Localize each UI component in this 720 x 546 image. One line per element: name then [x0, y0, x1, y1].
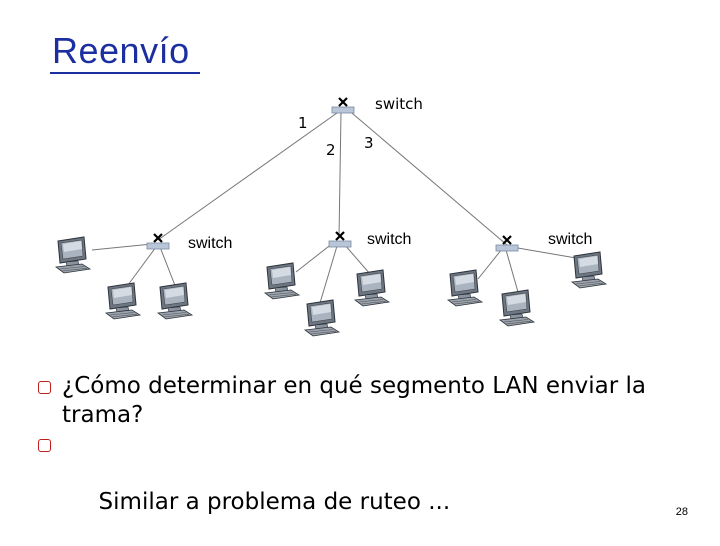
port-2-label: 2 [326, 141, 336, 159]
bullet-text: Similar a problema de ruteo ... [91, 489, 450, 515]
host-right-1-icon [448, 270, 482, 306]
link-left-host-3 [160, 247, 176, 288]
port-1-label: 1 [298, 114, 308, 132]
right-switch-label: switch [548, 231, 592, 248]
port-3-label: 3 [364, 134, 374, 152]
host-left-3-icon [158, 283, 192, 319]
bullet-box-icon [38, 439, 51, 452]
bullet-item: ¿Cómo determinar en qué segmento LAN env… [38, 372, 658, 430]
middle-switch-label: switch [367, 231, 411, 248]
left-switch-icon [147, 234, 169, 249]
link-left-host-1 [92, 244, 152, 250]
bullet-box-icon [38, 381, 51, 394]
link-mid-host-2 [320, 246, 337, 303]
host-mid-1-icon [265, 263, 299, 299]
link-mid-host-1 [296, 243, 333, 272]
link-right-host-1 [478, 249, 502, 279]
link-right-host-3 [512, 247, 576, 258]
page-number: 28 [676, 506, 688, 518]
link-port1 [158, 108, 344, 240]
host-left-1-icon [56, 237, 90, 273]
network-diagram: switch 1 2 3 switch switch switch [0, 0, 720, 360]
host-mid-2-icon [305, 300, 339, 336]
host-left-2-icon [106, 283, 140, 319]
link-left-host-2 [128, 247, 156, 285]
host-right-2-icon [500, 290, 534, 326]
bullet-text: ¿Cómo determinar en qué segmento LAN env… [62, 373, 646, 428]
host-mid-3-icon [355, 270, 389, 306]
bullet-item: Similar a problema de ruteo ... [38, 430, 658, 546]
top-switch-icon [332, 98, 354, 113]
host-right-3-icon [572, 252, 606, 288]
bullet-list: ¿Cómo determinar en qué segmento LAN env… [38, 372, 658, 546]
middle-switch-icon [329, 232, 351, 247]
left-switch-label: switch [188, 235, 232, 252]
link-port2 [339, 112, 341, 238]
link-port3 [346, 108, 507, 245]
link-right-host-2 [506, 250, 518, 292]
top-switch-label: switch [375, 95, 423, 113]
